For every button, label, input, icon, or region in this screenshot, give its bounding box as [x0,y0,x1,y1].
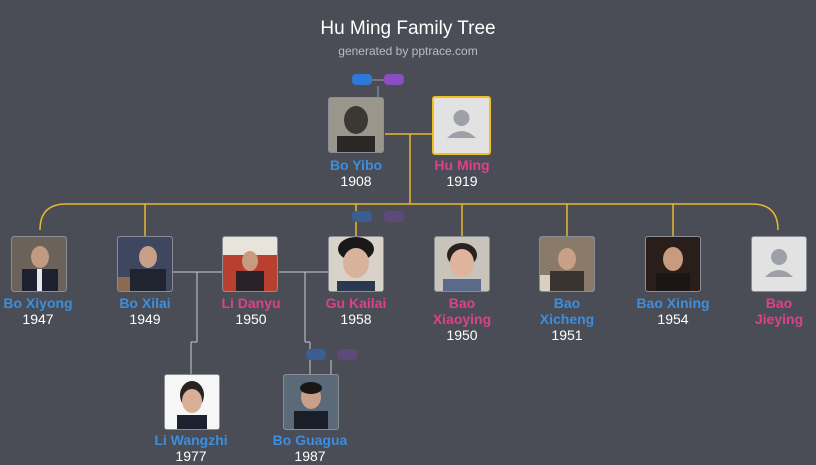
person-name-bao-xiaoying-line2[interactable]: Xiaoying [432,311,492,327]
page-title: Hu Ming Family Tree [320,18,496,39]
portrait-photo [12,237,66,291]
gu-kailai-ancestors-female-button[interactable] [384,211,404,222]
person-placeholder-icon [765,249,793,277]
portrait-photo [118,237,172,291]
person-year-bo-xilai: 1949 [129,311,161,327]
portrait-photo [329,98,383,152]
person-photo-li-wangzhi[interactable] [164,374,220,430]
person-name-bao-jieying-line2[interactable]: Jieying [754,311,804,327]
person-name-bo-guagua[interactable]: Bo Guagua [272,432,348,448]
person-name-li-danyu[interactable]: Li Danyu [221,295,281,311]
portrait-photo [284,375,338,429]
person-name-bao-xicheng-line2[interactable]: Xicheng [539,311,595,327]
person-year-gu-kailai: 1958 [340,311,372,327]
expand-ancestors-male-button[interactable] [352,74,372,85]
person-name-li-wangzhi[interactable]: Li Wangzhi [154,432,228,448]
person-photo-bao-xiaoying[interactable] [434,236,490,292]
expand-ancestors-female-button[interactable] [384,74,404,85]
person-photo-bao-xicheng[interactable] [539,236,595,292]
person-photo-bao-xining[interactable] [645,236,701,292]
person-name-bo-xiyong[interactable]: Bo Xiyong [3,295,73,311]
person-photo-gu-kailai[interactable] [328,236,384,292]
person-name-bao-jieying-line1[interactable]: Bao [765,295,793,311]
person-name-bo-yibo[interactable]: Bo Yibo [329,157,383,173]
portrait-photo [329,237,383,291]
person-year-bo-xiyong: 1947 [22,311,54,327]
portrait-photo [223,237,277,291]
portrait-photo [435,237,489,291]
person-year-bo-yibo: 1908 [340,173,372,189]
guagua-expand-female-button[interactable] [337,349,357,360]
person-year-bao-xining: 1954 [657,311,689,327]
person-year-bao-xiaoying: 1950 [446,327,478,343]
person-photo-bo-yibo[interactable] [328,97,384,153]
person-year-li-wangzhi: 1977 [175,448,207,464]
person-name-bao-xiaoying-line1[interactable]: Bao [448,295,476,311]
portrait-photo [540,237,594,291]
person-year-bao-xicheng: 1951 [551,327,583,343]
person-photo-hu-ming[interactable] [432,96,491,155]
person-photo-bo-xilai[interactable] [117,236,173,292]
person-year-hu-ming: 1919 [446,173,478,189]
person-name-bao-xicheng-line1[interactable]: Bao [553,295,581,311]
page-subtitle: generated by pptrace.com [338,44,478,58]
person-placeholder-icon [447,110,476,138]
person-photo-bo-xiyong[interactable] [11,236,67,292]
person-name-gu-kailai[interactable]: Gu Kailai [325,295,387,311]
portrait-photo [165,375,219,429]
person-photo-bo-guagua[interactable] [283,374,339,430]
person-name-bo-xilai[interactable]: Bo Xilai [119,295,171,311]
gu-kailai-ancestors-male-button[interactable] [352,211,372,222]
person-name-bao-xining[interactable]: Bao Xining [636,295,710,311]
guagua-expand-male-button[interactable] [306,349,326,360]
person-year-bo-guagua: 1987 [294,448,326,464]
portrait-photo [646,237,700,291]
person-year-li-danyu: 1950 [235,311,267,327]
person-photo-li-danyu[interactable] [222,236,278,292]
person-name-hu-ming[interactable]: Hu Ming [434,157,490,173]
person-photo-bao-jieying[interactable] [751,236,807,292]
